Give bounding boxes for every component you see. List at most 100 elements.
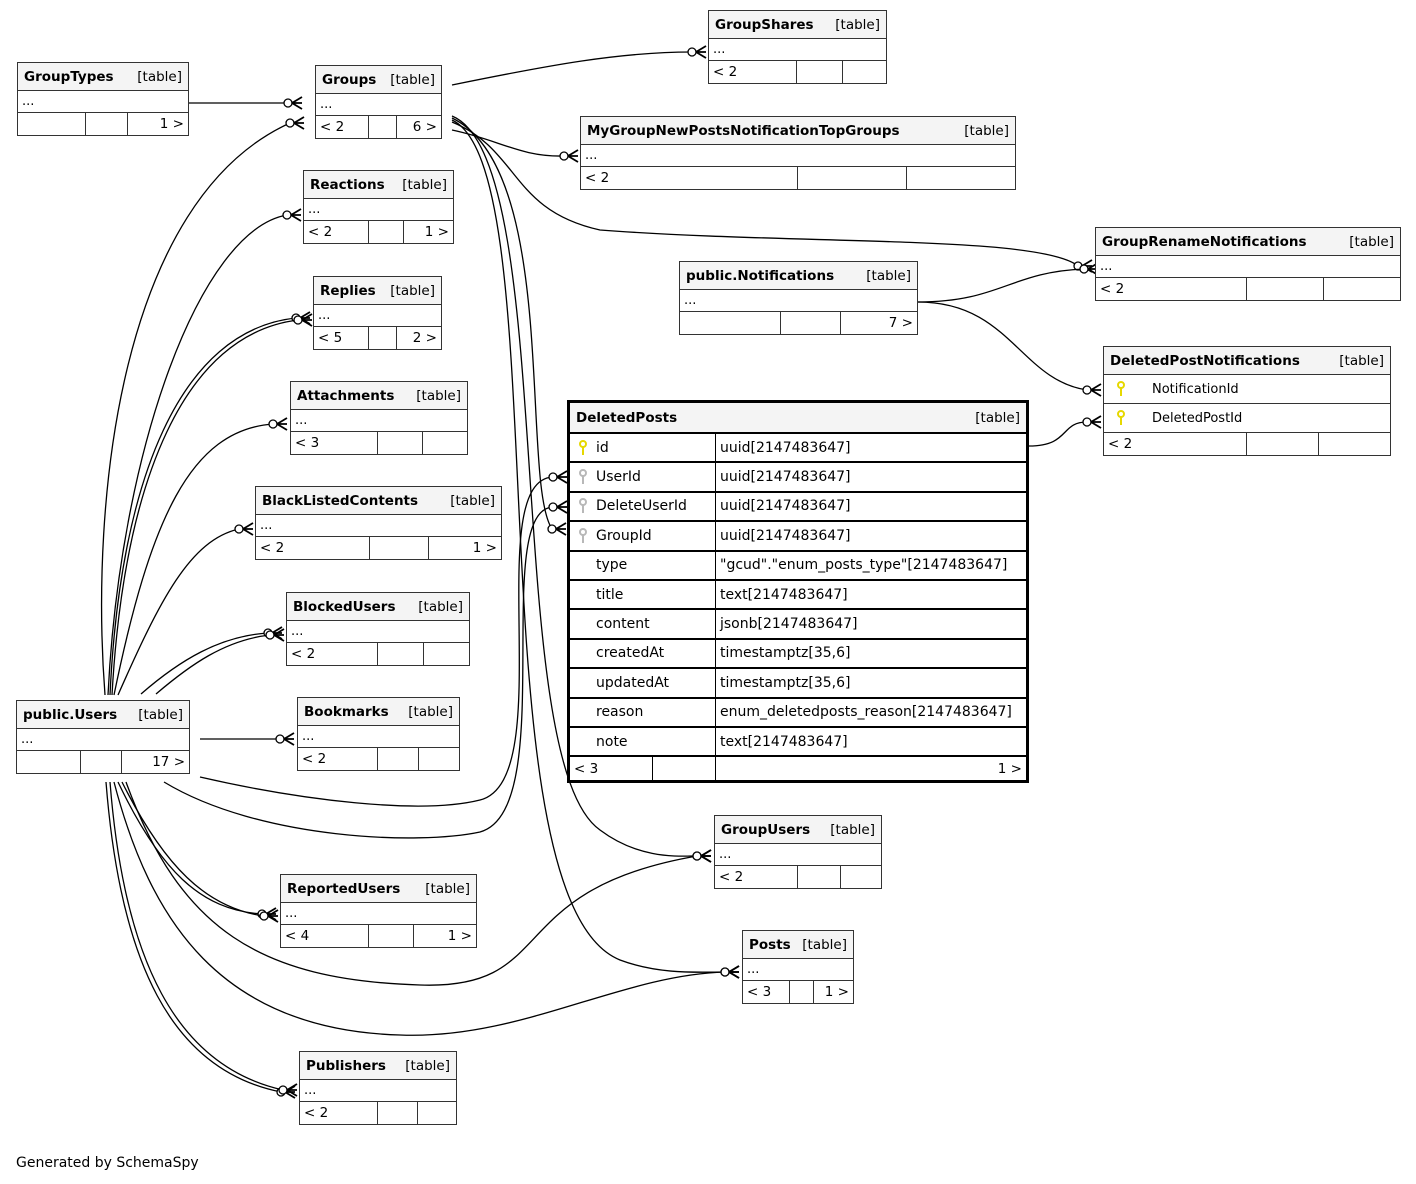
table-groupusers[interactable]: GroupUsers[table]...< 2 — [714, 815, 882, 889]
collapsed-columns-row[interactable]: ... — [17, 729, 189, 751]
children-count[interactable]: 1 > — [472, 540, 497, 556]
parents-count[interactable]: < 2 — [300, 1102, 378, 1124]
table-footer: < 2 — [300, 1102, 456, 1124]
children-count[interactable] — [843, 61, 886, 83]
parents-count[interactable]: < 2 — [287, 643, 378, 665]
children-count[interactable]: 2 > — [412, 330, 437, 346]
table-footer: < 2 — [298, 748, 459, 770]
table-deletedpostnotifications[interactable]: DeletedPostNotifications [table] Notific… — [1103, 346, 1391, 456]
table-grouptypes[interactable]: GroupTypes[table]...1 > — [17, 62, 189, 136]
children-count[interactable] — [841, 866, 881, 888]
parents-count[interactable]: < 2 — [715, 866, 798, 888]
parents-count[interactable] — [17, 751, 81, 773]
table-kind: [table] — [1349, 233, 1394, 250]
table-header: DeletedPostNotifications [table] — [1104, 347, 1390, 375]
collapsed-columns-row[interactable]: ... — [316, 94, 441, 116]
children-count[interactable]: 1 > — [424, 224, 449, 240]
column-name: reason — [596, 704, 644, 721]
table-bookmarks[interactable]: Bookmarks[table]...< 2 — [297, 697, 460, 771]
optional-circle-icon — [283, 98, 293, 108]
parents-count[interactable]: < 2 — [1104, 433, 1247, 455]
children-count[interactable] — [907, 167, 1015, 189]
collapsed-columns-row[interactable]: ... — [281, 903, 476, 925]
column-row[interactable]: DeletedPostId — [1104, 404, 1390, 433]
children-count[interactable] — [424, 643, 469, 665]
table-public-users[interactable]: public.Users[table]... 17 > — [16, 700, 190, 774]
collapsed-columns-row[interactable]: ... — [680, 290, 917, 312]
collapsed-columns-row[interactable]: ... — [314, 305, 441, 327]
column-row[interactable]: NotificationId — [1104, 375, 1390, 404]
parents-count[interactable] — [680, 312, 781, 334]
parents-count[interactable]: < 2 — [1096, 278, 1247, 300]
table-attachments[interactable]: Attachments[table]...< 3 — [290, 381, 468, 455]
collapsed-columns-row[interactable]: ... — [709, 39, 886, 61]
collapsed-columns-row[interactable]: ... — [256, 515, 501, 537]
parents-count[interactable] — [18, 113, 86, 135]
children-count[interactable] — [419, 748, 459, 770]
children-count[interactable]: 1 > — [997, 760, 1022, 777]
children-count[interactable]: 1 > — [159, 116, 184, 132]
parents-count[interactable]: < 2 — [316, 116, 369, 138]
collapsed-columns-row[interactable]: ... — [743, 959, 853, 981]
ellipsis: ... — [1100, 259, 1113, 274]
table-grouprenamenotifications[interactable]: GroupRenameNotifications[table]...< 2 — [1095, 227, 1401, 301]
collapsed-columns-row[interactable]: ... — [715, 844, 881, 866]
parents-count[interactable]: < 3 — [743, 981, 790, 1003]
table-groupshares[interactable]: GroupShares[table]...< 2 — [708, 10, 887, 84]
table-publishers[interactable]: Publishers[table]...< 2 — [299, 1051, 457, 1125]
parents-count[interactable]: < 2 — [709, 61, 797, 83]
children-count[interactable] — [418, 1102, 456, 1124]
collapsed-columns-row[interactable]: ... — [298, 726, 459, 748]
crows-foot-many-icon — [273, 628, 285, 642]
children-count[interactable] — [1319, 433, 1390, 455]
table-public-notifications[interactable]: public.Notifications[table]...7 > — [679, 261, 918, 335]
children-count[interactable] — [1324, 278, 1400, 300]
parents-count[interactable]: < 2 — [581, 167, 798, 189]
collapsed-columns-row[interactable]: ... — [304, 199, 453, 221]
table-mygroupnewpostsnotificationtopgroups[interactable]: MyGroupNewPostsNotificationTopGroups[tab… — [580, 116, 1016, 190]
children-count[interactable]: 17 > — [152, 754, 185, 770]
children-count[interactable]: 6 > — [412, 119, 437, 135]
collapsed-columns-row[interactable]: ... — [287, 621, 469, 643]
collapsed-columns-row[interactable]: ... — [581, 145, 1015, 167]
children-count[interactable]: 1 > — [824, 984, 849, 1000]
collapsed-columns-row[interactable]: ... — [18, 91, 188, 113]
parents-count[interactable]: < 2 — [304, 221, 369, 243]
children-count[interactable]: 7 > — [888, 315, 913, 331]
column-count — [798, 167, 907, 189]
parents-count[interactable]: < 5 — [314, 327, 369, 349]
parents-count[interactable]: < 2 — [256, 537, 370, 559]
parents-count[interactable]: < 3 — [291, 432, 378, 454]
optional-circle-icon — [720, 967, 730, 977]
table-blockedusers[interactable]: BlockedUsers[table]...< 2 — [286, 592, 470, 666]
parents-count[interactable]: < 2 — [298, 748, 378, 770]
parents-count[interactable]: < 4 — [281, 925, 369, 947]
table-kind: [table] — [802, 936, 847, 953]
foreign-key-icon — [570, 469, 596, 485]
parents-count[interactable]: < 3 — [570, 757, 653, 781]
collapsed-columns-row[interactable]: ... — [300, 1080, 456, 1102]
children-count[interactable]: 1 > — [447, 928, 472, 944]
collapsed-columns-row[interactable]: ... — [1096, 256, 1400, 278]
table-header: public.Users[table] — [17, 701, 189, 729]
collapsed-columns-row[interactable]: ... — [291, 410, 467, 432]
column-row[interactable]: type"gcud"."enum_posts_type"[2147483647] — [570, 551, 1026, 581]
children-count[interactable] — [423, 432, 467, 454]
